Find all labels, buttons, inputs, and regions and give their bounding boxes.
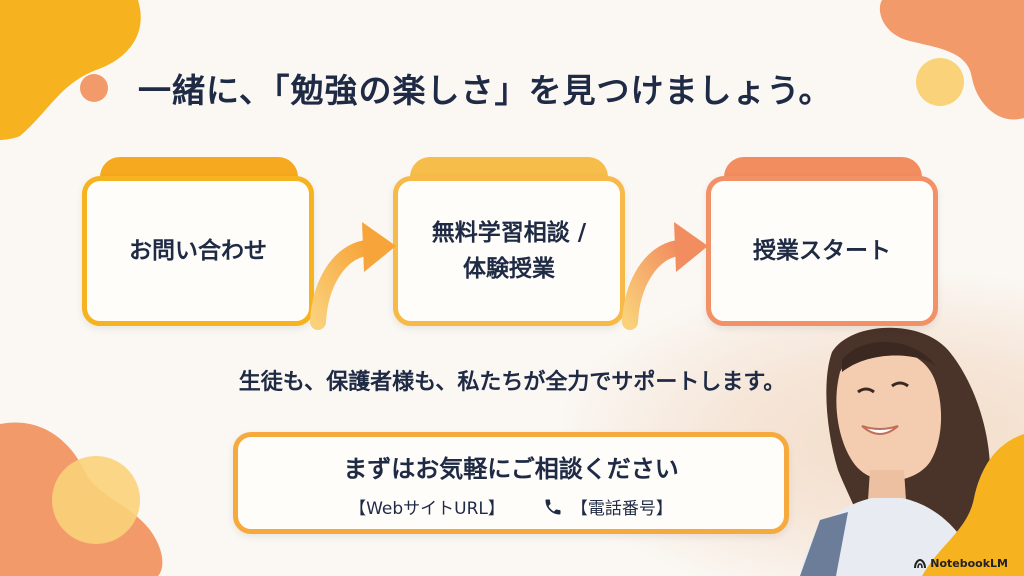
step-2-card: 無料学習相談 / 体験授業	[393, 176, 625, 326]
step-1-card: お問い合わせ	[82, 176, 314, 326]
arrow-right-icon	[622, 222, 708, 330]
step-3-label: 授業スタート	[753, 238, 891, 264]
decorative-circle	[916, 58, 964, 106]
step-3-card: 授業スタート	[706, 176, 938, 326]
contact-heading: まずはお気軽にご相談ください	[343, 455, 679, 483]
support-tagline: 生徒も、保護者様も、私たちが全力でサポートします。	[238, 370, 786, 395]
contact-details: 【WebサイトURL】 【電話番号】	[238, 494, 784, 519]
title-bullet-dot	[80, 74, 108, 102]
notebooklm-logo-icon	[914, 558, 927, 568]
page-title: 一緒に、「勉強の楽しさ」を見つけましょう。	[138, 71, 833, 110]
website-url-link[interactable]: 【WebサイトURL】	[349, 499, 505, 519]
phone-icon	[545, 499, 561, 514]
blob-top-left	[0, 0, 141, 140]
blob-bottom-right	[922, 434, 1024, 576]
blob-top-right	[879, 0, 1024, 120]
brand-watermark: NotebookLM	[914, 557, 1008, 570]
step-1-label: お問い合わせ	[129, 238, 267, 264]
arrow-right-icon	[310, 222, 396, 330]
brand-name: NotebookLM	[930, 557, 1008, 570]
blob-bottom-left	[0, 422, 163, 576]
step-2-label: 無料学習相談 / 体験授業	[431, 220, 587, 282]
contact-box: まずはお気軽にご相談ください 【WebサイトURL】 【電話番号】	[233, 432, 789, 534]
phone-number-link[interactable]: 【電話番号】	[570, 499, 673, 519]
